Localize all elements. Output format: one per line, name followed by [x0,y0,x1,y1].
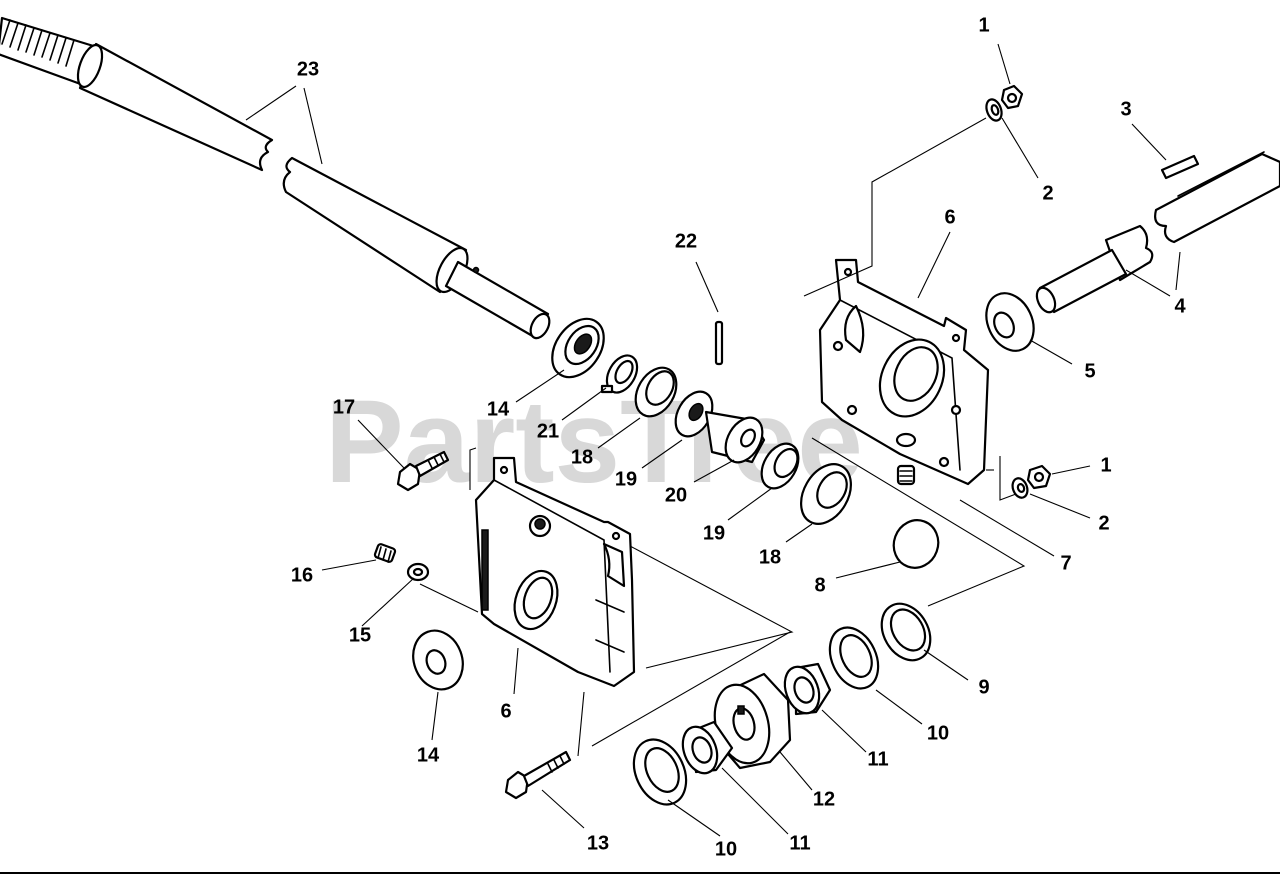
callout-22: 22 [675,230,697,252]
callout-15: 15 [349,624,371,646]
callout-1-lower: 1 [1100,454,1111,476]
callout-21: 21 [537,420,559,442]
callout-7: 7 [1060,552,1071,574]
part-3-key [1160,154,1200,180]
callout-10-left: 10 [715,838,737,860]
part-18-bearing-upper [634,366,678,418]
callout-13: 13 [587,832,609,854]
callout-18-upper: 18 [571,446,593,468]
part-8-cap [892,519,940,569]
part-10-bearing-cup-left [632,738,688,806]
callout-1-upper: 1 [978,14,989,36]
callout-19-lower: 19 [703,522,725,544]
part-6-gearbox-housing-right [818,258,990,486]
part-9-retaining-ring [880,602,932,662]
part-6-gearbox-housing-left [474,456,636,688]
part-14-seal-upper [551,317,605,379]
part-12-bevel-gear [713,672,792,770]
callout-17: 17 [333,396,355,418]
callout-2-upper: 2 [1042,182,1053,204]
part-2-washer-lower [1011,477,1029,499]
bottom-border-line [0,872,1280,874]
part-1-nut-upper [1000,84,1024,110]
part-19-bushing-lower [760,442,800,490]
assembly-guide-lines [419,117,1026,757]
part-16-set-screw [373,543,397,563]
part-2-washer-upper [985,98,1003,122]
part-11-bearing-cone-left [681,720,734,775]
part-11-bearing-cone-right [783,662,832,716]
part-13-long-bolt [504,750,572,800]
callout-23: 23 [297,58,319,80]
part-22-pin [714,320,724,366]
part-7-plug [896,464,916,486]
part-15-washer [406,562,430,582]
callout-2-lower: 2 [1098,512,1109,534]
callout-16: 16 [291,564,313,586]
callout-4: 4 [1174,295,1186,317]
callout-labels: 1 1 2 2 3 4 5 6 6 7 8 9 10 10 11 11 12 1… [291,14,1187,860]
part-5-seal-right [985,292,1035,352]
callout-8: 8 [814,574,825,596]
callout-6-upper: 6 [944,206,955,228]
callout-9: 9 [978,676,989,698]
callout-18-lower: 18 [759,546,781,568]
part-14-seal-lower [412,629,464,691]
part-23-drive-shaft [0,16,551,340]
callout-20: 20 [665,484,687,506]
part-4-output-shaft [1035,151,1280,314]
callout-10-right: 10 [927,722,949,744]
callout-14-lower: 14 [417,744,440,766]
callout-19-upper: 19 [615,468,637,490]
callout-11-left: 11 [789,832,810,854]
callout-12: 12 [813,788,835,810]
callout-3: 3 [1120,98,1131,120]
part-18-bearing-lower [800,463,852,525]
part-1-nut-lower [1026,464,1052,490]
part-17-bolt [396,450,450,492]
part-20-pinion-gear [704,410,766,464]
callout-11-right: 11 [867,748,888,770]
callout-14-upper: 14 [487,398,510,420]
callout-leader-lines [245,43,1181,837]
callout-6-lower: 6 [500,700,511,722]
callout-5: 5 [1084,360,1095,382]
part-21-snap-ring [600,354,639,394]
part-10-bearing-cup-right [828,626,880,690]
